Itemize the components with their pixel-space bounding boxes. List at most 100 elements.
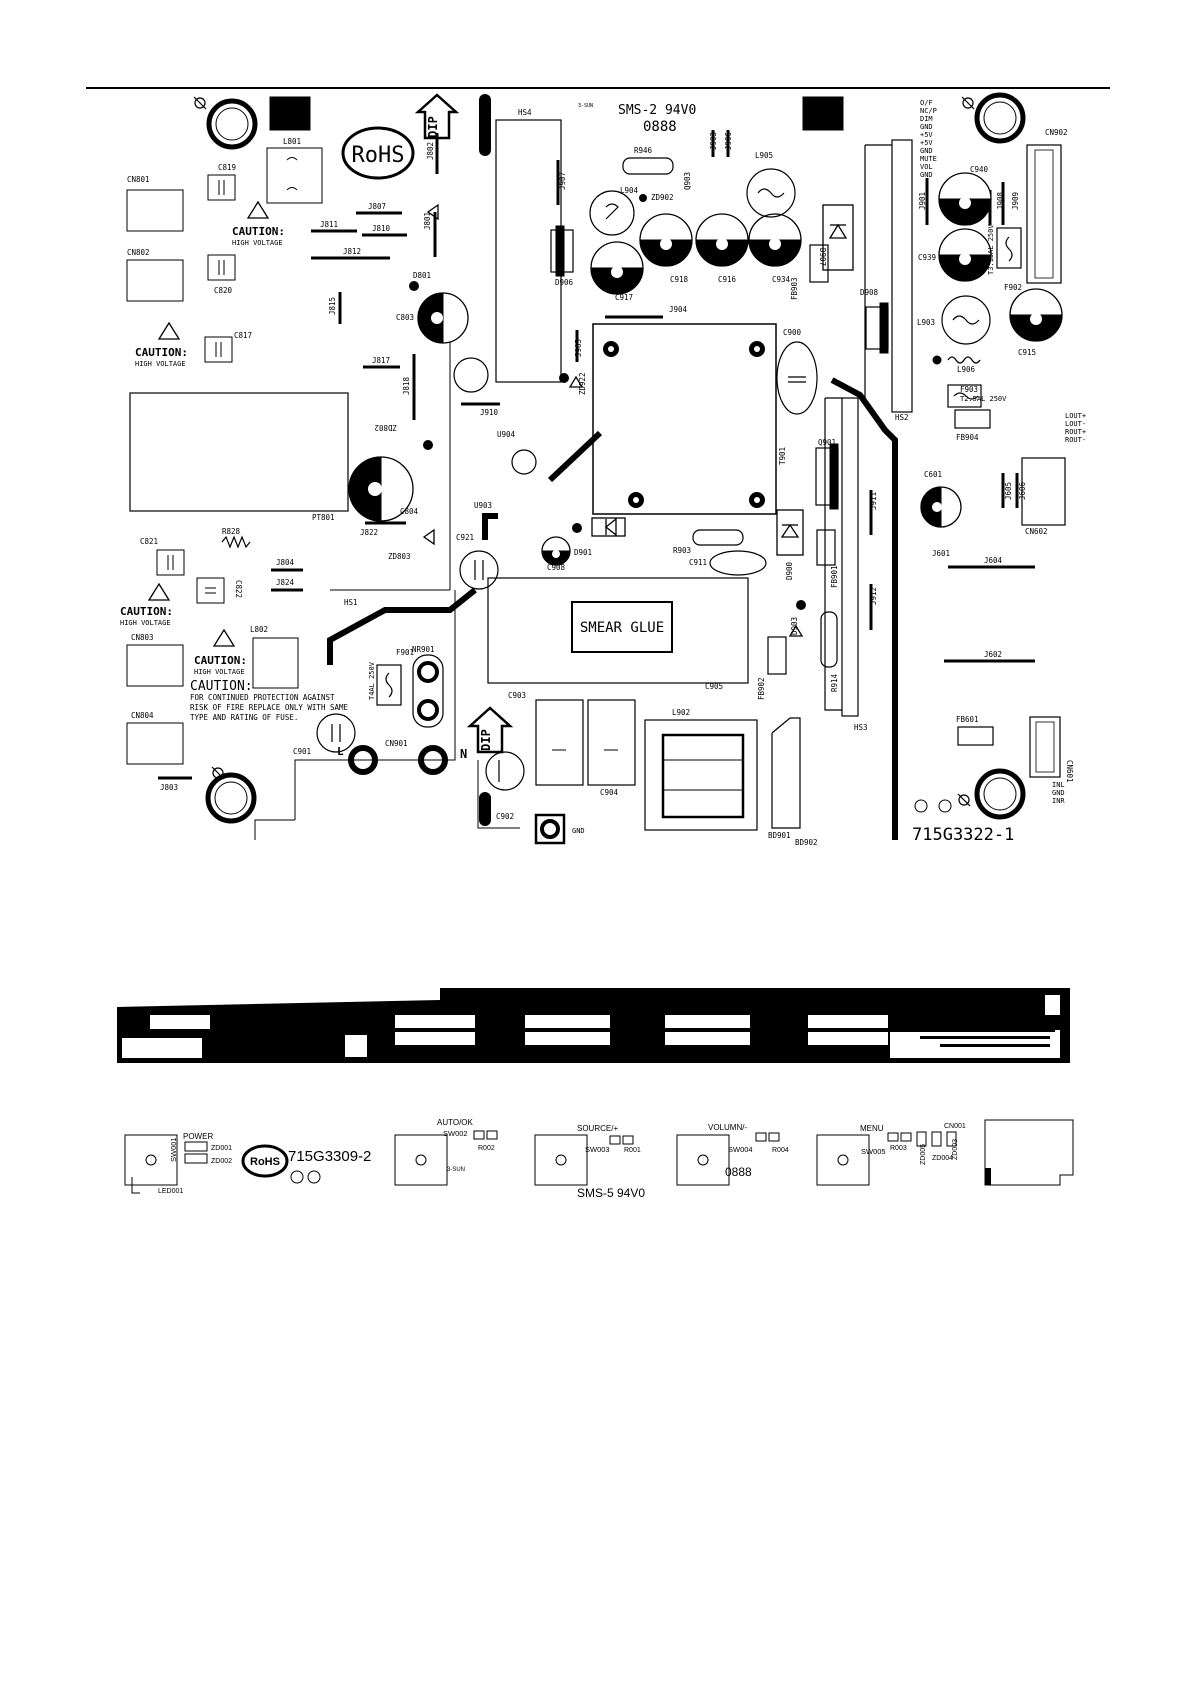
refdes-cn901: CN901: [385, 739, 408, 748]
switch-refdes-sw004: SW004: [728, 1145, 753, 1154]
refdes-q901: Q901: [818, 438, 836, 447]
gnd-pad: [534, 813, 566, 845]
refdes-zd003: ZD003: [952, 1139, 959, 1160]
cn601-pin-label: INL: [1052, 781, 1065, 789]
button-function-2: SOURCE/+: [577, 1124, 618, 1133]
refdes-cn001: CN001: [944, 1123, 966, 1130]
refdes-c900: C900: [783, 328, 802, 337]
high-voltage-label: HIGH VOLTAGE: [120, 619, 171, 627]
refdes-j909: J909: [1011, 192, 1020, 210]
refdes-d903: D903: [790, 617, 799, 635]
fiducial-square: [269, 96, 311, 131]
jumper-bar: [158, 130, 1035, 780]
refdes-j906: J906: [724, 131, 733, 150]
refdes-bd902: BD902: [795, 838, 818, 847]
screw-mark: [193, 96, 207, 110]
test-point: [409, 194, 806, 610]
refdes-c819: C819: [218, 163, 236, 172]
board-part-number: 715G3322-1: [912, 825, 1014, 845]
refdes-c921: C921: [456, 533, 474, 542]
high-voltage-label: HIGH VOLTAGE: [194, 668, 245, 676]
connector-cn804: [126, 722, 184, 765]
mounting-hole-inner: [215, 107, 249, 141]
refdes-j801: J801: [423, 212, 432, 230]
fuse-rating-f902: T3.15AL 250V: [987, 224, 995, 275]
thick-trace: [482, 513, 498, 540]
refdes-j910: J910: [480, 408, 499, 417]
refdes-j604: J604: [984, 556, 1003, 565]
refdes-d906: D906: [555, 278, 574, 287]
cn902-pin-label: GND: [920, 123, 933, 131]
refdes-j601: J601: [932, 549, 950, 558]
rohs-logo: [341, 126, 415, 180]
switch-refdes-sw005: SW005: [861, 1147, 886, 1156]
refdes-c803: C803: [396, 313, 414, 322]
dip-arrow: [466, 706, 514, 754]
button-pads: [124, 1134, 870, 1186]
connector-cn801: [126, 189, 184, 232]
mounting-hole-inner: [214, 781, 248, 815]
cn902-pin-label: +5V: [920, 139, 933, 147]
switch-refdes-sw002: SW002: [443, 1129, 468, 1138]
refdes-cn803: CN803: [131, 633, 154, 642]
cn902-pin-label: NC/P: [920, 107, 937, 115]
refdes-j911: J911: [869, 492, 878, 510]
switch-refdes-sw003: SW003: [585, 1145, 610, 1154]
refdes-d907: D907: [818, 248, 827, 266]
keyboard-date-code: 0888: [725, 1165, 752, 1179]
refdes-cn602: CN602: [1025, 527, 1048, 536]
refdes-r828: R828: [222, 527, 241, 536]
cn902-pin-label: +5V: [920, 131, 933, 139]
rohs-logo-keyboard: [241, 1144, 289, 1178]
key-board: [117, 988, 1074, 1194]
screw-mark: [957, 793, 971, 807]
ac-neutral-label: N: [460, 747, 467, 761]
refdes-pt801: PT801: [312, 513, 335, 522]
refdes-l802: L802: [250, 625, 268, 634]
thick-trace: [547, 430, 603, 483]
connector-cn802: [126, 259, 184, 302]
rohs-text-keyboard: RoHS: [250, 1156, 280, 1168]
fuse-warning-line: CAUTION:: [190, 679, 253, 694]
cn902-pin-label: DIM: [920, 115, 933, 123]
caution-title: CAUTION:: [232, 225, 285, 238]
refdes-c817: C817: [234, 331, 252, 340]
refdes-l905: L905: [755, 151, 773, 160]
switch-refdes-sw001: SW001: [169, 1137, 178, 1162]
connector-cn803: [126, 644, 184, 687]
refdes-c908: C908: [547, 563, 566, 572]
refdes-j908: J908: [996, 191, 1005, 210]
refdes-hs1: HS1: [344, 598, 358, 607]
board-outline-segment: [254, 819, 295, 840]
refdes-fb904: FB904: [956, 433, 979, 442]
smear-glue-text: SMEAR GLUE: [580, 620, 664, 636]
refdes-j817: J817: [372, 356, 390, 365]
fuse-rating-f903: T2.5AL 250V: [960, 395, 1007, 403]
inductor-l802: [252, 637, 299, 689]
refdes-fb903: FB903: [790, 277, 799, 300]
refdes-r004: R004: [772, 1147, 789, 1154]
refdes-c903: C903: [508, 691, 526, 700]
fab-mark-sms2: SMS-2 94V0: [618, 103, 696, 118]
refdes-cn801: CN801: [127, 175, 150, 184]
power-board-labels: CN801CN802CN803CN804L801L802C819C820C817…: [120, 99, 1086, 847]
connector-cn902: [1026, 144, 1062, 284]
refdes-r946: R946: [634, 146, 653, 155]
refdes-bd901: BD901: [768, 831, 791, 840]
button-function-1: AUTO/OK: [437, 1118, 474, 1127]
rohs-text: RoHS: [352, 143, 405, 168]
refdes-cn601: CN601: [1065, 760, 1074, 783]
fuse-rating-f901: T4AL 250V: [368, 661, 376, 700]
refdes-c918: C918: [670, 275, 689, 284]
ac-terminal-n: [418, 745, 448, 775]
dip-text: DIP: [426, 116, 440, 138]
refdes-j602: J602: [984, 650, 1002, 659]
caution-title: CAUTION:: [194, 654, 247, 667]
refdes-f901: F901: [396, 648, 414, 657]
bridge-bd901: [771, 717, 801, 829]
refdes-zd002: ZD002: [211, 1158, 232, 1165]
refdes-r914: R914: [830, 673, 839, 692]
capacitor-c903: [535, 699, 584, 786]
mounting-hole: [206, 98, 258, 150]
